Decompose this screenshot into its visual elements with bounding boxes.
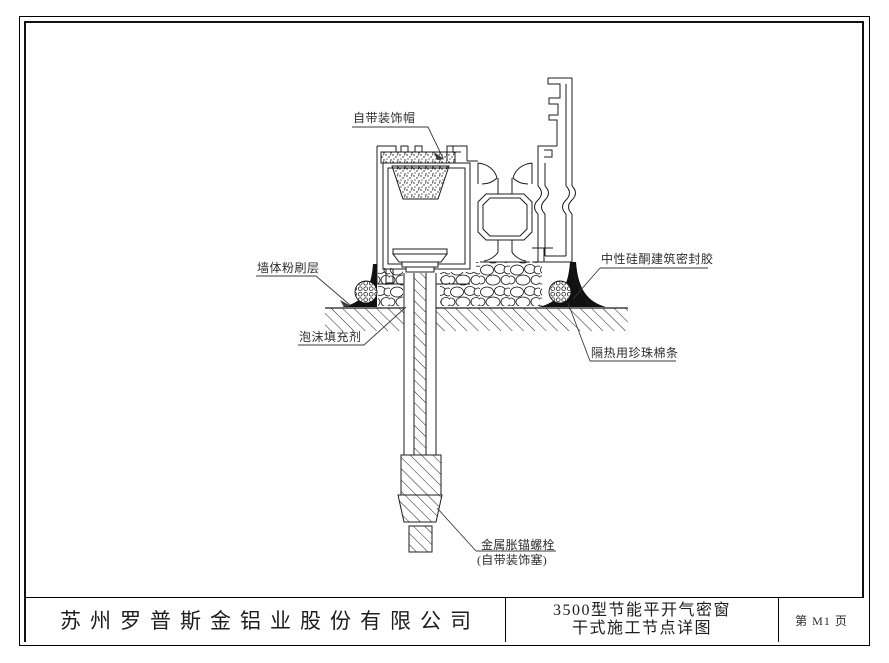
jamb-profile bbox=[537, 77, 591, 306]
label-wall-plaster: 墙体粉刷层 bbox=[257, 261, 320, 275]
company-name: 苏州罗普斯金铝业股份有限公司 bbox=[26, 598, 506, 642]
leader-lines bbox=[256, 126, 708, 552]
label-decorative-cap: 自带装饰帽 bbox=[353, 111, 416, 125]
drawing-title: 3500型节能平开气密窗 干式施工节点详图 bbox=[506, 598, 779, 642]
foam-filler-fill bbox=[378, 262, 542, 306]
anchor-bolt bbox=[392, 248, 448, 553]
label-foam-filler: 泡沫填充剂 bbox=[299, 330, 362, 344]
page-number: 第 M1 页 bbox=[795, 613, 848, 628]
drawing-title-line1: 3500型节能平开气密窗 bbox=[552, 601, 731, 619]
title-block: 苏州罗普斯金铝业股份有限公司 3500型节能平开气密窗 干式施工节点详图 第 M… bbox=[26, 597, 864, 642]
wall-hatching bbox=[325, 307, 628, 331]
drawing-title-line2: 干式施工节点详图 bbox=[571, 620, 712, 637]
leader-arrowheads bbox=[340, 152, 444, 307]
pearl-cotton-rods bbox=[354, 280, 572, 304]
break-line-symbol bbox=[534, 185, 576, 215]
label-anchor-bolt-note: (自带装饰塞) bbox=[477, 553, 548, 567]
sill-frame-profile bbox=[376, 145, 553, 285]
label-anchor-bolt: 金属胀锚螺栓 bbox=[481, 538, 555, 552]
label-silicone-sealant: 中性硅酮建筑密封胶 bbox=[601, 252, 714, 266]
sheet-outer-border bbox=[19, 16, 870, 646]
label-pearl-cotton: 隔热用珍珠棉条 bbox=[591, 346, 679, 360]
